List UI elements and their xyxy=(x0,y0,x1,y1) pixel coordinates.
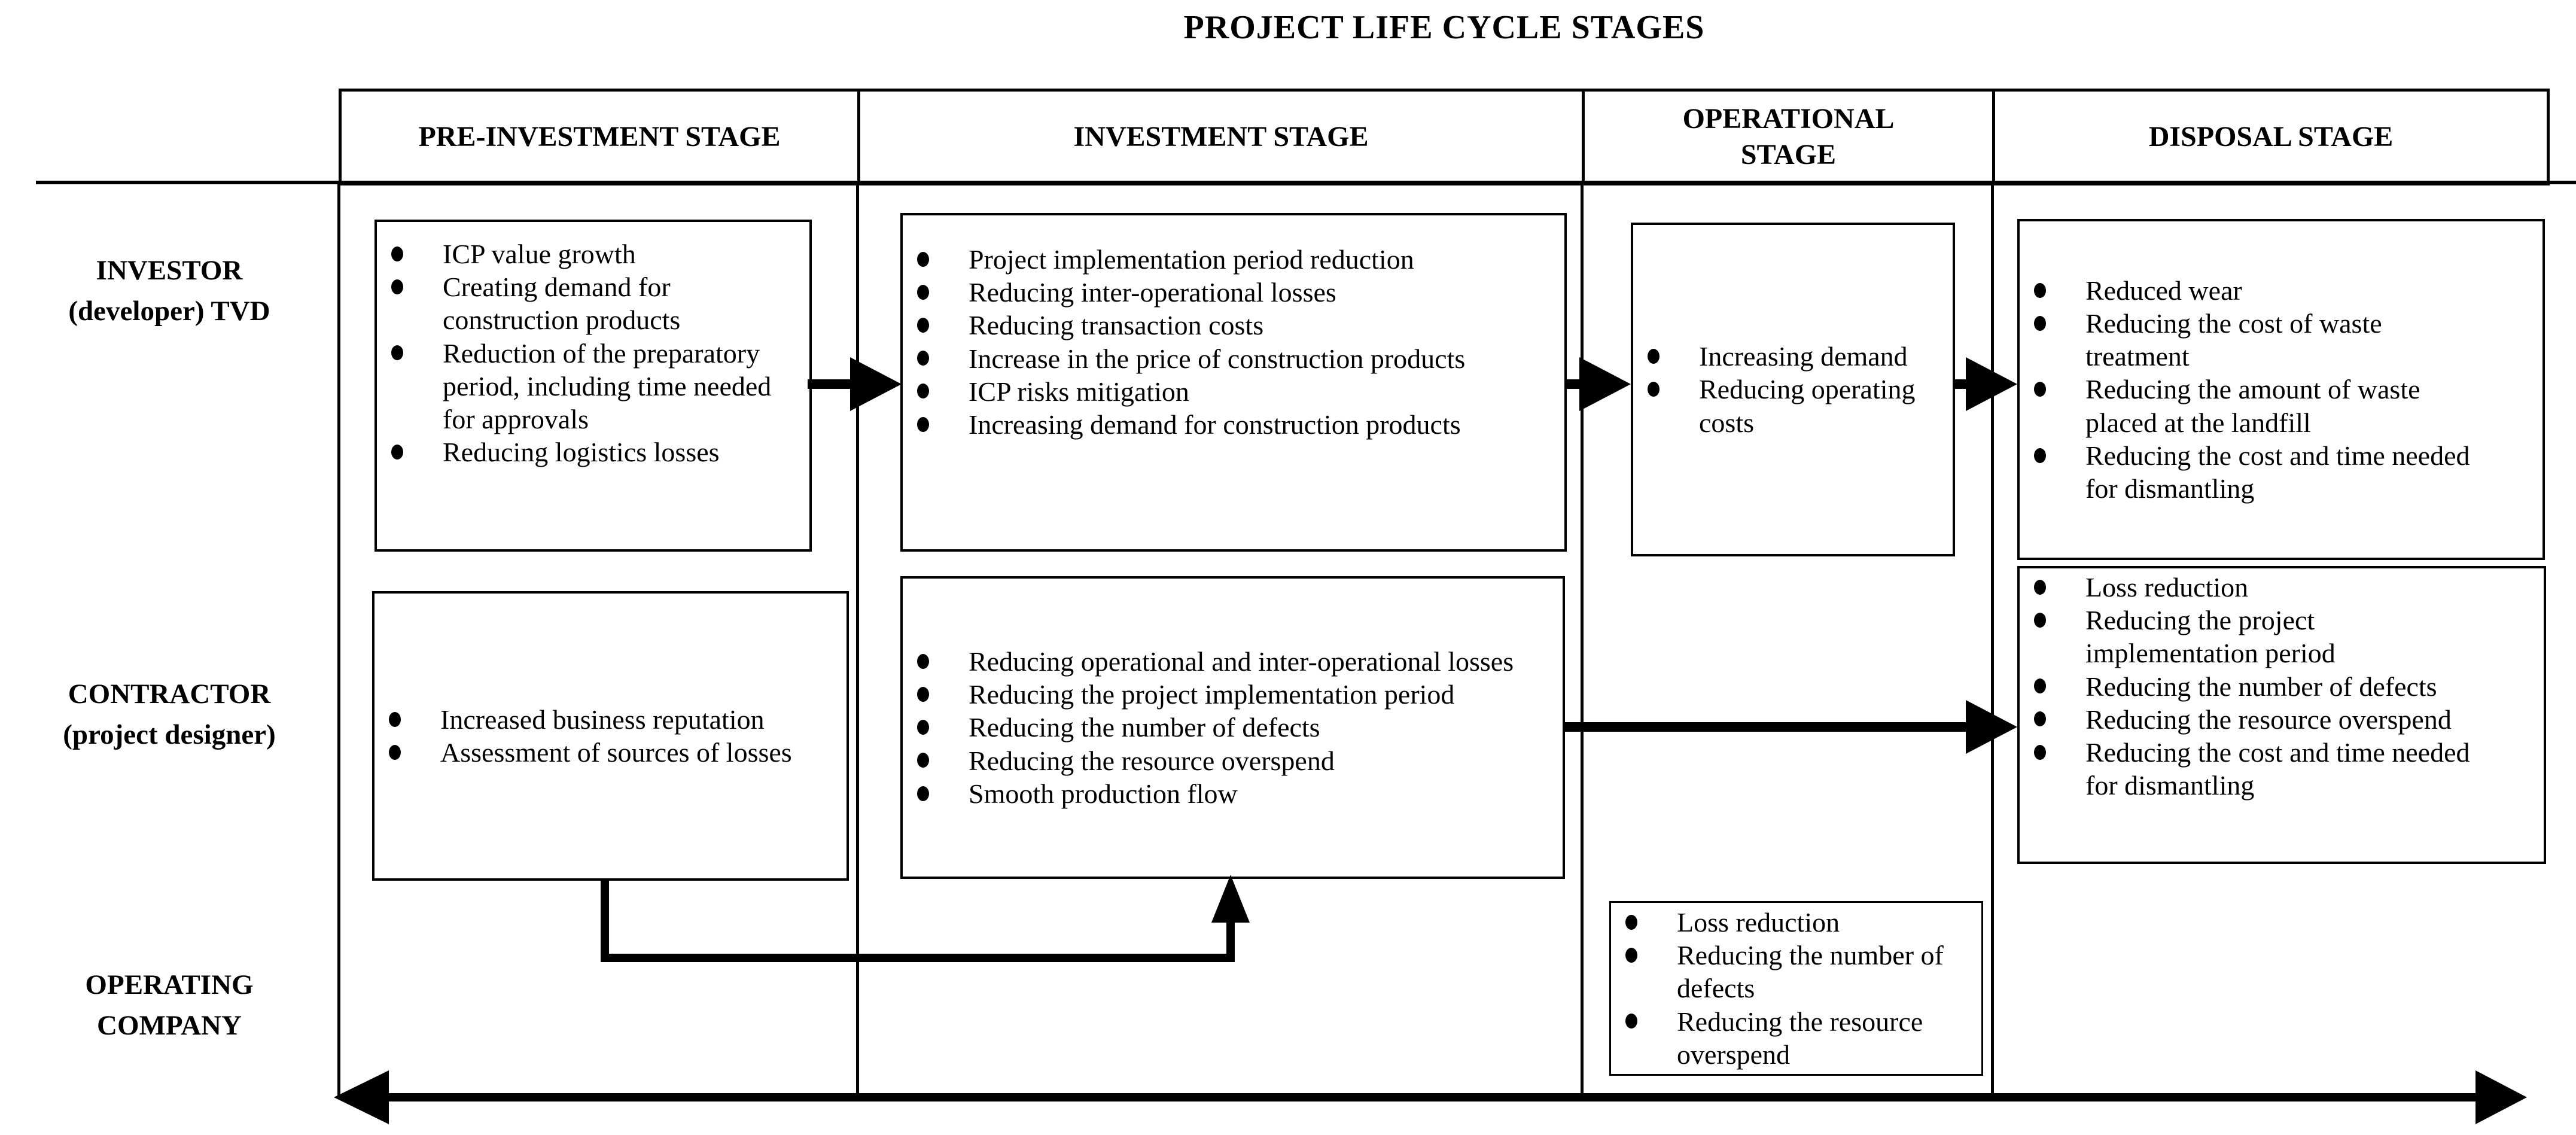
stage-header-pre-investment: PRE-INVESTMENT STAGE xyxy=(339,89,860,185)
bullet-item: Reducing the project implementation peri… xyxy=(2020,604,2472,670)
bullet-item: Reducing the resource overspend xyxy=(1611,1005,1969,1071)
bullet-item: Reducing the number of defects xyxy=(2020,670,2472,703)
cell-contractor-investment: Reducing operational and inter-operation… xyxy=(900,576,1565,879)
bullet-item: Reducing the number of defects xyxy=(1611,939,1969,1005)
header-underline xyxy=(36,181,2576,184)
bullet-item: Increased business reputation xyxy=(374,703,811,736)
bullet-item: Reducing the resource overspend xyxy=(903,744,1551,777)
table-left-border xyxy=(337,184,340,1099)
stage-header-disposal: DISPOSAL STAGE xyxy=(1992,89,2550,185)
bullet-item: Increasing demand xyxy=(1633,340,1941,373)
bullet-item: Smooth production flow xyxy=(903,777,1551,810)
bullet-item: Reducing the amount of waste placed at t… xyxy=(2020,373,2483,439)
bullet-item: Reducing the number of defects xyxy=(903,711,1551,744)
column-divider-2 xyxy=(1581,184,1584,1099)
bullet-item: Reducing operating costs xyxy=(1633,373,1941,439)
bullet-item: Reducing transaction costs xyxy=(903,309,1552,342)
bullet-item: ICP risks mitigation xyxy=(903,375,1552,408)
bullet-item: Increase in the price of construction pr… xyxy=(903,342,1552,375)
row-label-investor: INVESTOR (developer) TVD xyxy=(68,255,270,327)
bullet-list: Reducing operational and inter-operation… xyxy=(903,645,1563,810)
bullet-item: Reducing logistics losses xyxy=(377,436,797,468)
column-divider-1 xyxy=(856,184,859,1099)
bullet-item: Reducing the resource overspend xyxy=(2020,703,2472,736)
bullet-item: Increasing demand for construction produ… xyxy=(903,408,1552,441)
row-label-contractor: CONTRACTOR (project designer) xyxy=(63,678,276,751)
bullet-item: Loss reduction xyxy=(1611,906,1969,939)
bullet-item: Assessment of sources of losses xyxy=(374,736,811,769)
bullet-item: Reduction of the preparatory period, inc… xyxy=(377,337,797,436)
stage-header-operational: OPERATIONAL STAGE xyxy=(1582,89,1995,185)
row-label-operating-company: OPERATING COMPANY xyxy=(85,969,254,1042)
bullet-item: Creating demand for construction product… xyxy=(377,270,797,336)
bullet-item: Loss reduction xyxy=(2020,571,2472,604)
bullet-item: Reducing the cost and time needed for di… xyxy=(2020,439,2483,505)
bullet-item: Reducing the project implementation peri… xyxy=(903,678,1551,711)
page-title: PROJECT LIFE CYCLE STAGES xyxy=(1183,9,1705,46)
bullet-item: Project implementation period reduction xyxy=(903,243,1552,276)
column-divider-3 xyxy=(1991,184,1994,1099)
bullet-item: Reducing operational and inter-operation… xyxy=(903,645,1551,678)
bullet-item: ICP value growth xyxy=(377,238,797,270)
bullet-item: Reduced wear xyxy=(2020,274,2483,307)
bullet-item: Reducing inter-operational losses xyxy=(903,276,1552,309)
bullet-item: Reducing the cost and time needed for di… xyxy=(2020,736,2472,802)
bullet-item: Reducing the cost of waste treatment xyxy=(2020,307,2483,373)
stage-header-investment: INVESTMENT STAGE xyxy=(857,89,1585,185)
